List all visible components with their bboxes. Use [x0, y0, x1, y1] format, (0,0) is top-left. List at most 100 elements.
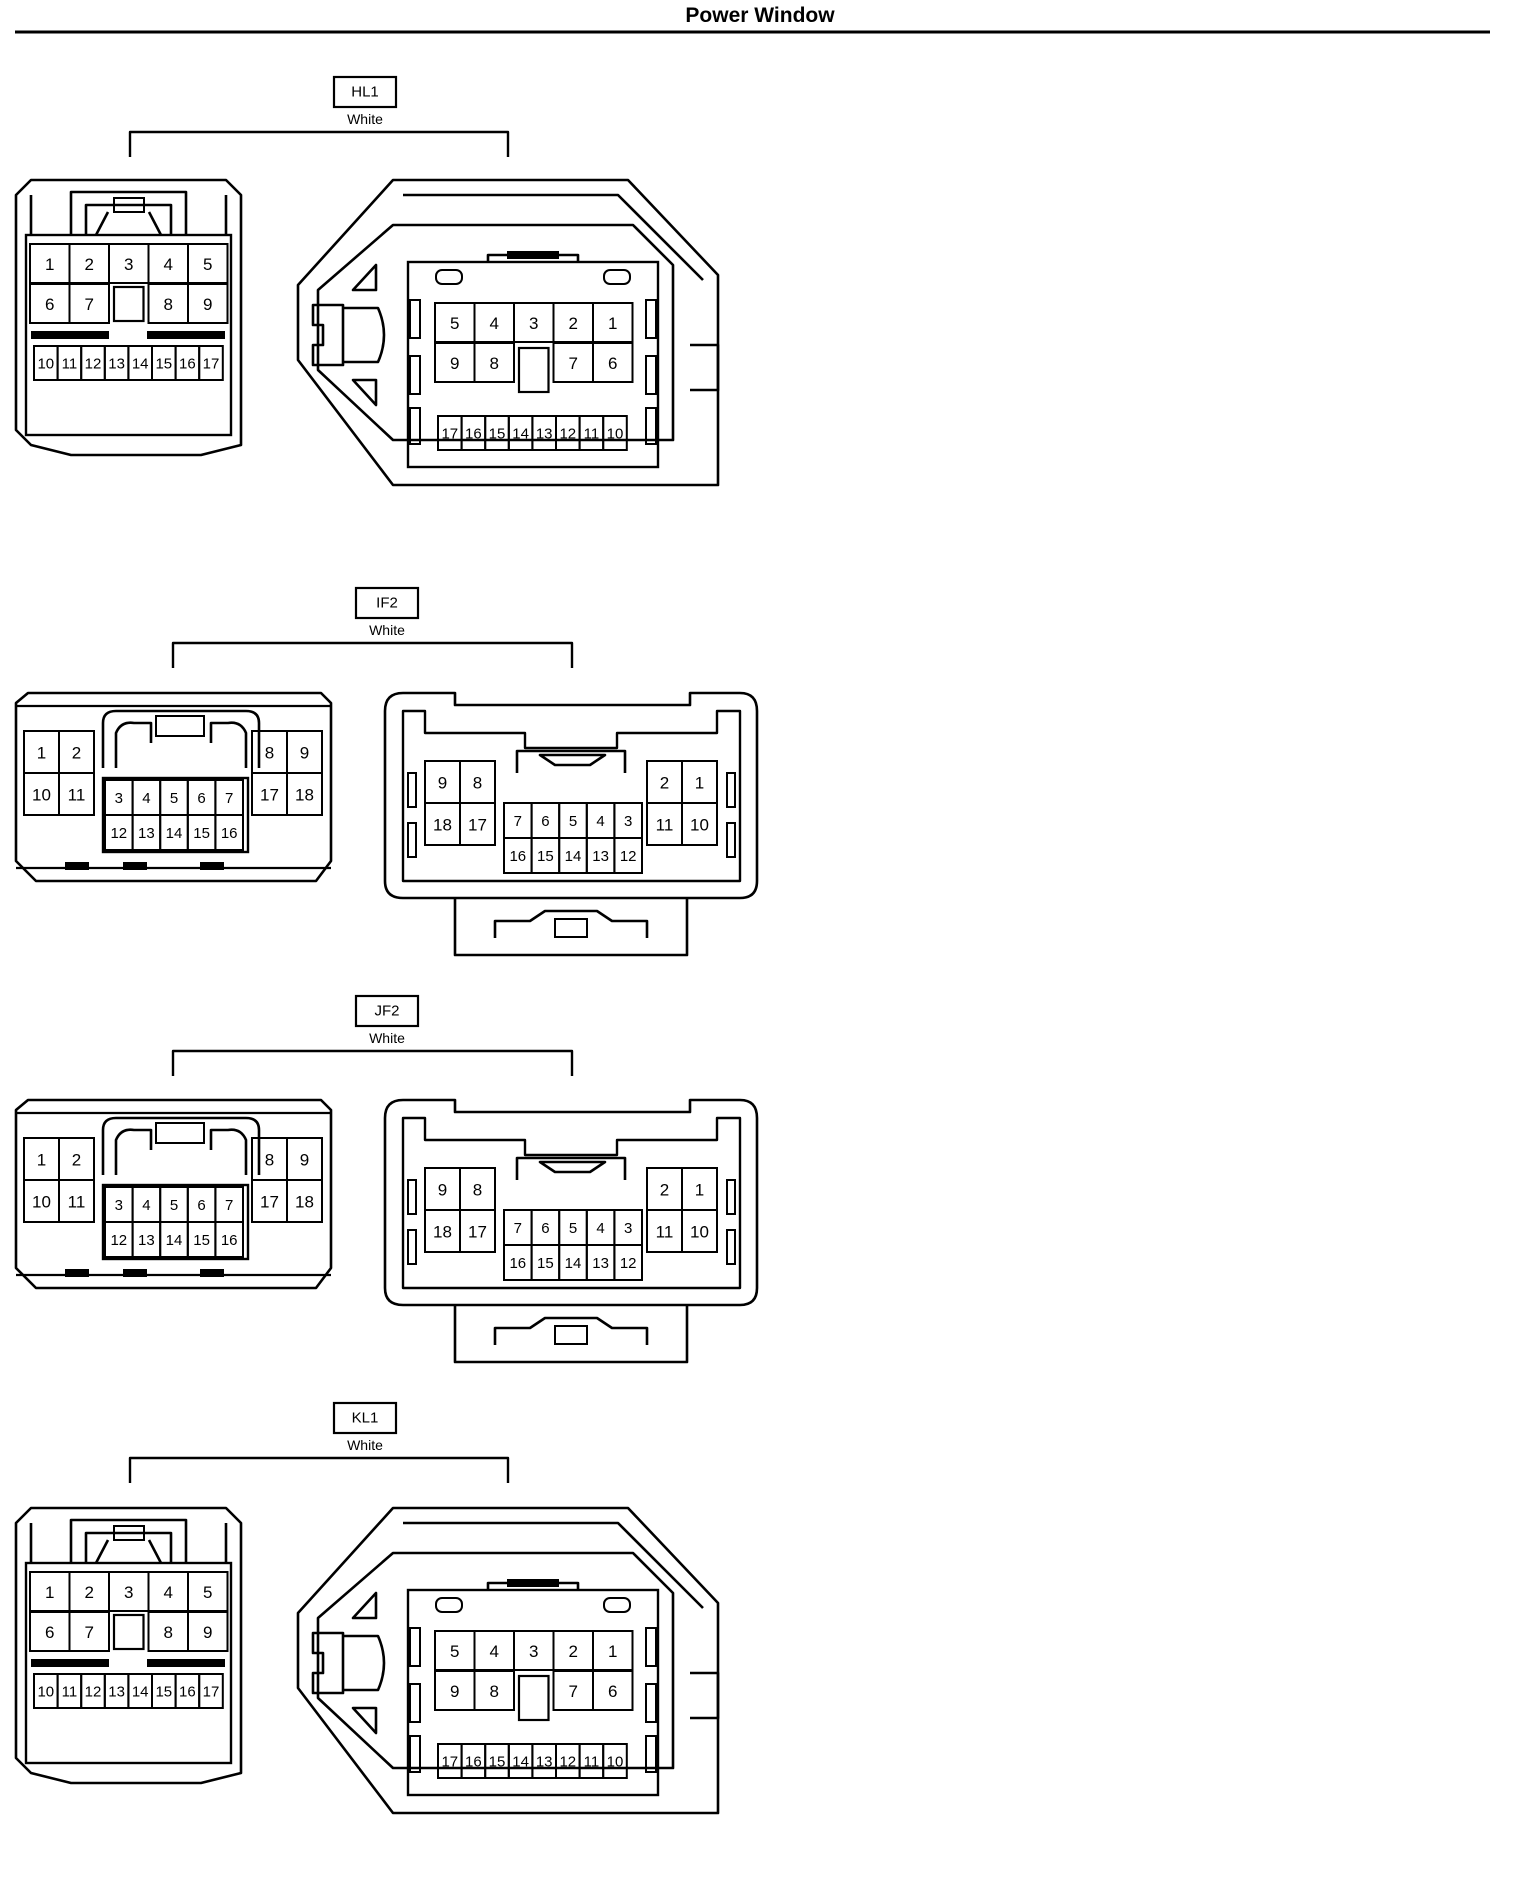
- side-rib: [645, 407, 657, 445]
- pin-cell: 13: [103, 1673, 130, 1709]
- key-slot: [112, 1613, 145, 1651]
- pin-label: 3: [624, 1220, 632, 1237]
- pin-label: 13: [592, 1255, 609, 1272]
- side-rib: [409, 1683, 421, 1723]
- housing: [383, 1098, 759, 1307]
- guide-hole: [435, 1597, 463, 1613]
- pin-label: 6: [197, 1197, 205, 1214]
- pin-box: [214, 1221, 244, 1258]
- pin-label: 15: [155, 356, 172, 373]
- pin-cell: 11: [58, 772, 95, 816]
- pin-cell: 12: [104, 814, 134, 851]
- pin-cell: 1: [681, 760, 718, 804]
- pin-label: 5: [203, 1583, 212, 1602]
- connector-id: HL1: [351, 84, 379, 101]
- pin-label: 6: [541, 1220, 549, 1237]
- pin-label: 10: [607, 1754, 624, 1771]
- pin-cell: 9: [286, 730, 323, 774]
- pin-label: 16: [509, 848, 526, 865]
- pin-cell: 5: [558, 802, 588, 839]
- pin-cell: 17: [198, 345, 224, 381]
- rib: [123, 862, 147, 870]
- latch: [155, 1122, 205, 1144]
- pin-label: 7: [225, 1197, 233, 1214]
- rib: [123, 1269, 147, 1277]
- connector-color: White: [347, 111, 383, 127]
- pin-label: 12: [620, 1255, 637, 1272]
- lock-key: [554, 918, 588, 938]
- pin-label: 10: [32, 786, 51, 805]
- pin-label: 10: [37, 356, 54, 373]
- pin-box: [68, 283, 110, 324]
- pin-cell: 10: [681, 1209, 718, 1253]
- pin-label: 5: [203, 255, 212, 274]
- pin-label: 5: [170, 1197, 178, 1214]
- pin-label: 16: [509, 1255, 526, 1272]
- rib: [65, 862, 89, 870]
- pin-cell: 8: [459, 760, 496, 804]
- pin-cell: 13: [531, 1743, 558, 1779]
- side-rib: [645, 299, 657, 339]
- pin-cell: 3: [513, 1630, 555, 1671]
- pin-label: 1: [45, 255, 54, 274]
- pin-cell: 6: [29, 1611, 71, 1652]
- pin-cell: 2: [68, 243, 110, 284]
- pin-label: 8: [265, 744, 274, 763]
- pin-label: 17: [468, 1223, 487, 1242]
- pin-label: 13: [138, 1232, 155, 1249]
- connector-id-box: [354, 994, 420, 1028]
- pin-label: 6: [45, 1623, 54, 1642]
- pin-label: 13: [592, 848, 609, 865]
- pin-cell: 16: [214, 1221, 244, 1258]
- pin-cell: 4: [131, 779, 162, 816]
- pin-cell: 1: [592, 302, 634, 343]
- rib: [200, 1269, 224, 1277]
- pin-cell: 4: [473, 1630, 515, 1671]
- body: [24, 233, 233, 437]
- pin-cell: 10: [23, 1179, 60, 1223]
- pin-label: 8: [473, 1181, 482, 1200]
- bracket: [171, 1049, 574, 1076]
- pin-label: 8: [164, 295, 173, 314]
- pin-cell: 13: [131, 814, 162, 851]
- pin-cell: 7: [68, 283, 110, 324]
- pin-cell: 14: [159, 814, 189, 851]
- pin-cell: 18: [286, 1179, 323, 1223]
- pin-cell: 2: [68, 1571, 110, 1612]
- pin-label: 2: [85, 255, 94, 274]
- inner-housing: [316, 223, 675, 442]
- pin-label: 12: [620, 848, 637, 865]
- pin-cell: 4: [147, 1571, 189, 1612]
- housing: [14, 1098, 333, 1290]
- pin-label: 3: [115, 1197, 123, 1214]
- guide-hole: [603, 269, 631, 285]
- pin-cell: 9: [187, 283, 229, 324]
- connector-color: White: [369, 1030, 405, 1046]
- pin-cell: 4: [147, 243, 189, 284]
- pin-label: 7: [514, 1220, 522, 1237]
- pin-cell: 9: [434, 1670, 476, 1711]
- pin-label: 9: [203, 1623, 212, 1642]
- pin-label: 9: [450, 1682, 459, 1701]
- pin-label: 15: [537, 848, 554, 865]
- pin-label: 8: [164, 1623, 173, 1642]
- pin-label: 5: [569, 1220, 577, 1237]
- pin-box: [613, 1244, 644, 1281]
- guide-hole: [435, 269, 463, 285]
- pin-cell: 13: [585, 1244, 616, 1281]
- rib: [31, 1659, 109, 1667]
- right-tab: [690, 1671, 720, 1720]
- pin-label: 11: [656, 1223, 674, 1242]
- pin-cell: 1: [23, 730, 60, 774]
- pin-cell: 14: [127, 1673, 153, 1709]
- pin-label: 13: [138, 825, 155, 842]
- pin-label: 13: [536, 426, 553, 443]
- rib: [147, 331, 225, 339]
- side-rib: [726, 1179, 736, 1215]
